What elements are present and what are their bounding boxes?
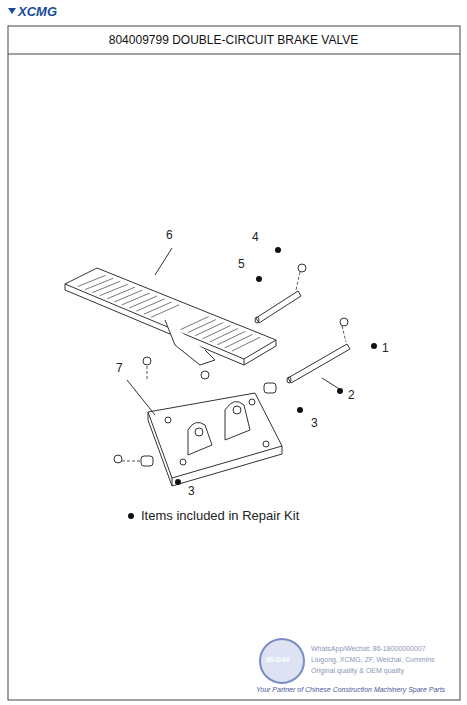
clip xyxy=(114,455,122,463)
pedal-rib xyxy=(100,284,128,296)
leader-line xyxy=(155,248,172,275)
assembly-line xyxy=(296,272,300,290)
assembly-line xyxy=(147,366,148,380)
pedal-rib xyxy=(107,287,135,299)
base-ear xyxy=(225,401,250,440)
logo: XCMG xyxy=(18,5,57,19)
pedal-edge xyxy=(244,340,276,365)
base-hole xyxy=(165,417,171,423)
watermark: Your Partner of Chinese Construction Mac… xyxy=(256,686,445,694)
kit-dot xyxy=(128,513,134,519)
pedal-plate xyxy=(65,268,276,359)
kit-dot xyxy=(297,407,303,413)
ear-hole xyxy=(233,406,241,414)
pedal-rib xyxy=(122,293,150,305)
pedal-rib xyxy=(78,275,106,286)
bushing xyxy=(141,456,153,466)
assembly-line xyxy=(342,326,346,342)
watermark: Original quality & OEM quality xyxy=(311,667,404,675)
pedal-rib xyxy=(129,296,157,308)
ear-hole xyxy=(195,428,203,436)
base-ear xyxy=(188,422,212,455)
pedal-rib xyxy=(137,299,165,311)
pedal-rib xyxy=(144,302,172,314)
pedal-rib xyxy=(181,317,209,330)
pedal-rib xyxy=(225,334,253,348)
assembly-line xyxy=(122,461,140,462)
base-edge xyxy=(172,478,173,486)
page-frame xyxy=(8,26,460,700)
pedal-arm xyxy=(165,320,215,365)
logo-mark xyxy=(8,8,16,14)
pedal-rib xyxy=(85,278,113,289)
pedal-rib xyxy=(92,281,120,292)
base-hole xyxy=(263,441,269,447)
pin-5 xyxy=(256,291,301,323)
kit-dot xyxy=(256,276,262,282)
base-hole xyxy=(249,399,255,405)
base-hole xyxy=(180,459,186,465)
title-rule xyxy=(8,54,460,55)
pin-end xyxy=(287,377,291,383)
clip-4 xyxy=(298,264,306,272)
base-edge xyxy=(148,412,282,486)
pedal-rib xyxy=(217,331,245,345)
bushing xyxy=(264,383,276,393)
callout-number: 5 xyxy=(238,258,245,271)
leader-line xyxy=(322,378,341,390)
pedal-rib xyxy=(203,326,231,339)
callout-number: 7 xyxy=(116,362,123,375)
kit-dot xyxy=(337,388,343,394)
watermark: WhatsApp/Wechat: 86-18000000007 xyxy=(311,645,426,653)
callout-number: 3 xyxy=(311,417,318,430)
callout-number: 6 xyxy=(166,229,173,242)
callout-number: 2 xyxy=(348,389,355,402)
base-plate xyxy=(148,393,282,478)
pedal-hole xyxy=(201,371,209,379)
pedal-rib xyxy=(114,290,142,302)
callout-number: 3 xyxy=(188,485,195,498)
kit-dot xyxy=(175,479,181,485)
clip-1 xyxy=(340,318,348,326)
warranty-badge xyxy=(260,639,304,683)
kit-dot xyxy=(371,343,377,349)
callout-number: 1 xyxy=(382,342,389,355)
legend-note: Items included in Repair Kit xyxy=(141,509,299,523)
pedal-rib xyxy=(151,305,179,318)
pedal-rib xyxy=(210,329,238,342)
clip xyxy=(143,357,151,365)
pedal-rib xyxy=(232,337,260,351)
pin-2 xyxy=(288,344,350,383)
callout-number: 4 xyxy=(252,231,259,244)
watermark: Liugong, XCMG, ZF, Weichai, Cummins xyxy=(311,656,435,664)
badge-text: 90-DAY xyxy=(266,656,290,664)
pedal-edge xyxy=(65,284,244,365)
pedal-rib xyxy=(188,320,216,333)
title: 804009799 DOUBLE-CIRCUIT BRAKE VALVE xyxy=(9,33,458,47)
pedal-rib xyxy=(195,323,223,336)
leader-line xyxy=(127,380,155,415)
kit-dot xyxy=(275,247,281,253)
pin-end xyxy=(255,317,259,323)
